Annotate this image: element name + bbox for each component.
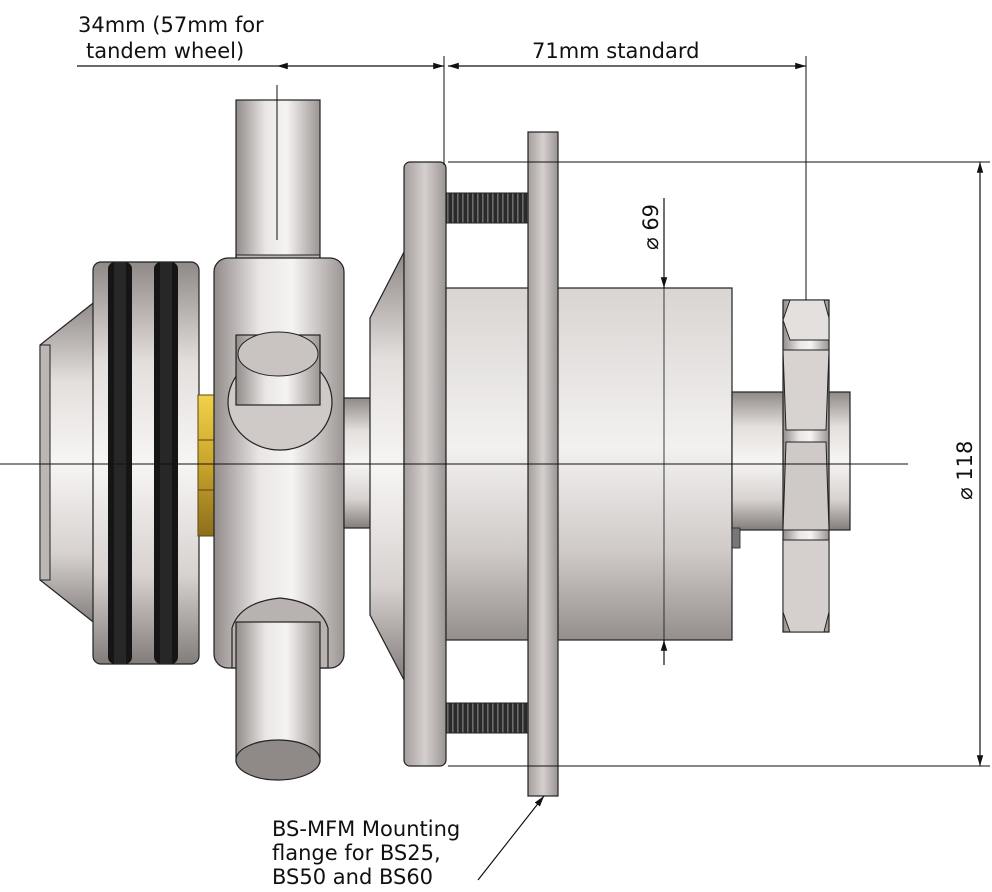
flange-leader (477, 795, 545, 881)
fork-body (213, 99, 345, 781)
dim-118 (448, 161, 990, 767)
dim-71mm (448, 56, 807, 300)
dim-118-label: ⌀ 118 (953, 441, 977, 500)
callout-line2: flange for BS25, (272, 841, 441, 865)
axle-nut (197, 394, 215, 537)
sprocket (782, 299, 830, 633)
dim-34mm (77, 56, 445, 165)
wheel-hub-face (39, 344, 51, 581)
dim-34mm-label-line2: tandem wheel) (86, 39, 245, 63)
wheel-assembly (39, 261, 200, 665)
callout-line1: BS-MFM Mounting (272, 817, 461, 841)
dim-69-label: ⌀ 69 (639, 204, 663, 250)
callout-line3: BS50 and BS60 (272, 865, 434, 889)
cone-collar (369, 251, 405, 681)
lower-pin (235, 621, 321, 763)
dim-71mm-label: 71mm standard (532, 39, 700, 63)
dim-34mm-label-line1: 34mm (57mm for (78, 13, 264, 37)
upper-pin (235, 99, 321, 266)
